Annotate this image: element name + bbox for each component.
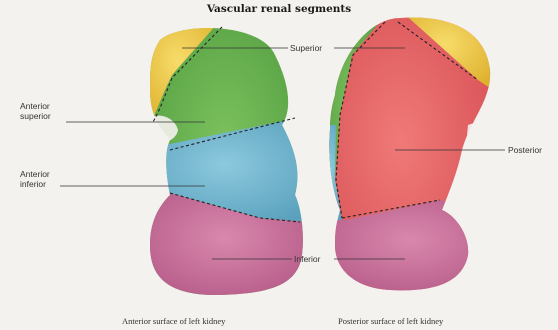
- caption-anterior: Anterior surface of left kidney: [122, 316, 225, 326]
- left-kidney: [140, 15, 310, 305]
- label-anterior-inferior: Anterior inferior: [20, 169, 50, 189]
- label-posterior: Posterior: [508, 145, 542, 155]
- label-inferior: Inferior: [294, 254, 320, 264]
- label-anterior-superior: Anterior superior: [20, 101, 51, 121]
- right-kidney: [320, 10, 500, 300]
- caption-posterior: Posterior surface of left kidney: [338, 316, 443, 326]
- label-superior: Superior: [290, 43, 322, 53]
- figure-title: Vascular renal segments: [0, 3, 558, 15]
